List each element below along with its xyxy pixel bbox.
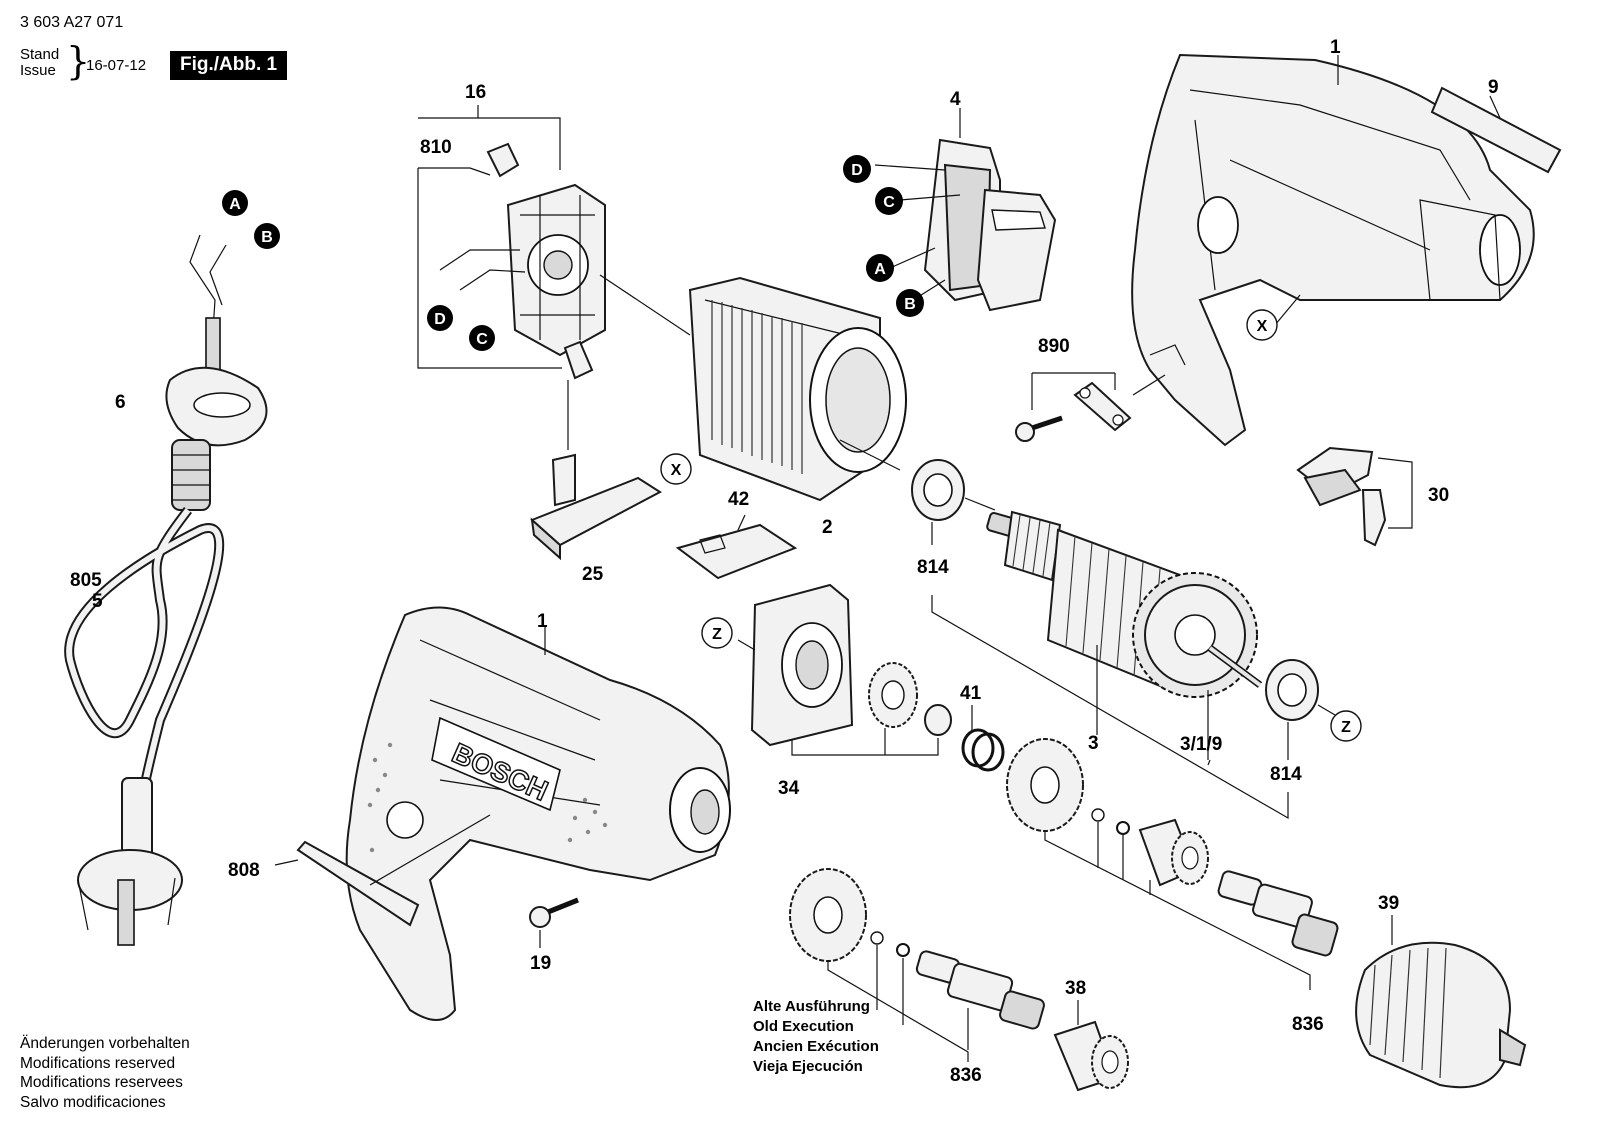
- label-bearing-right: 814: [1270, 764, 1302, 785]
- edition-line: Vieja Ejecución: [753, 1058, 863, 1075]
- label-cover: 25: [582, 564, 604, 585]
- label-switch: 4: [950, 89, 961, 110]
- issue-label: Issue: [20, 62, 56, 79]
- armature-part: [986, 510, 1263, 760]
- bearing-right-part: [1265, 659, 1336, 760]
- label-housing-top: 1: [1330, 37, 1341, 58]
- stand-label: Stand: [20, 46, 60, 63]
- screw-part: [529, 897, 579, 948]
- label-nameplate-front: 808: [228, 860, 260, 881]
- marker-z-bearing: Z: [1341, 719, 1351, 736]
- bearing-left-part: [911, 459, 996, 545]
- document-number: 3 603 A27 071: [20, 14, 124, 31]
- gear-spindle-old-part: [789, 868, 1129, 1092]
- note-line: Modifications reservees: [20, 1074, 183, 1091]
- note-line: Modifications reserved: [20, 1054, 176, 1072]
- nameplate-top-part: [1430, 86, 1562, 174]
- gearbox-part: [737, 583, 952, 756]
- connector-c-switch: C: [883, 194, 895, 211]
- label-bearing-left: 814: [917, 557, 949, 578]
- clamp-part: [1015, 372, 1166, 442]
- marker-x-cover: X: [671, 462, 682, 479]
- figure-label: Fig./Abb. 1: [170, 51, 288, 80]
- spring-part: [961, 705, 1005, 772]
- nameplate-front-part: [274, 814, 491, 927]
- brush-holder-part: [417, 105, 691, 450]
- label-grommet: 6: [115, 392, 126, 413]
- connector-badge: A B D C D C A B: [222, 155, 924, 351]
- housing-front-part: BOSCH: [345, 606, 731, 1021]
- reference-marker: X X Z Z: [660, 309, 1362, 742]
- connector-d-switch: D: [851, 162, 863, 179]
- label-armature: 3: [1088, 733, 1099, 754]
- edition-note: Alte Ausführung Old Execution Ancien Exé…: [753, 997, 879, 1077]
- label-spindle: 836: [1292, 1014, 1324, 1035]
- armature-group-line: [931, 595, 1289, 820]
- marker-x-housing: X: [1257, 318, 1268, 335]
- switch-part: [874, 108, 1057, 312]
- marker-z-gearbox: Z: [712, 626, 722, 643]
- label-spindle-old: 836: [950, 1065, 982, 1086]
- modifications-note: Änderungen vorbehalten Modifications res…: [20, 1034, 190, 1112]
- label-cable-alt: 805: [70, 570, 102, 591]
- label-cable: 5: [92, 591, 103, 612]
- cover-part: [530, 453, 662, 561]
- label-chuck: 39: [1378, 893, 1399, 914]
- connector-b-cable: B: [261, 229, 273, 246]
- connector-c-brush: C: [476, 331, 488, 348]
- connector-b-switch: B: [904, 296, 916, 313]
- chuck-part: [1355, 915, 1527, 1089]
- label-housing-front: 1: [537, 611, 548, 632]
- label-gearbox: 34: [778, 778, 800, 799]
- power-cable-part: [64, 234, 268, 946]
- edition-line: Alte Ausführung: [753, 998, 870, 1015]
- edition-line: Old Execution: [753, 1018, 854, 1035]
- brace-glyph: }: [66, 39, 91, 83]
- label-lever: 30: [1428, 485, 1449, 506]
- stand-issue-label: Stand Issue: [20, 47, 59, 79]
- lever-part: [1296, 446, 1413, 547]
- label-field: 2: [822, 517, 833, 538]
- field-stator-part: [688, 276, 907, 502]
- label-ring: 38: [1065, 978, 1086, 999]
- label-screw: 19: [530, 953, 551, 974]
- note-line: Änderungen vorbehalten: [20, 1035, 190, 1052]
- edition-line: Ancien Exécution: [753, 1038, 879, 1055]
- note-line: Salvo modificaciones: [20, 1093, 166, 1111]
- connector-a-cable: A: [229, 196, 241, 213]
- label-clamp: 890: [1038, 336, 1070, 357]
- gear-spindle-new-part: [1006, 738, 1339, 990]
- label-spring: 41: [960, 683, 982, 704]
- connector-d-brush: D: [434, 311, 446, 328]
- label-brushes: 810: [420, 137, 452, 158]
- label-clip: 42: [728, 489, 749, 510]
- issue-date: 16-07-12: [86, 57, 147, 74]
- connector-a-switch: A: [874, 261, 886, 278]
- clip-part: [675, 514, 798, 580]
- label-brush-holder: 16: [465, 82, 486, 103]
- label-nameplate-top: 9: [1488, 77, 1499, 98]
- label-armature-sub: 3/1/9: [1180, 734, 1222, 755]
